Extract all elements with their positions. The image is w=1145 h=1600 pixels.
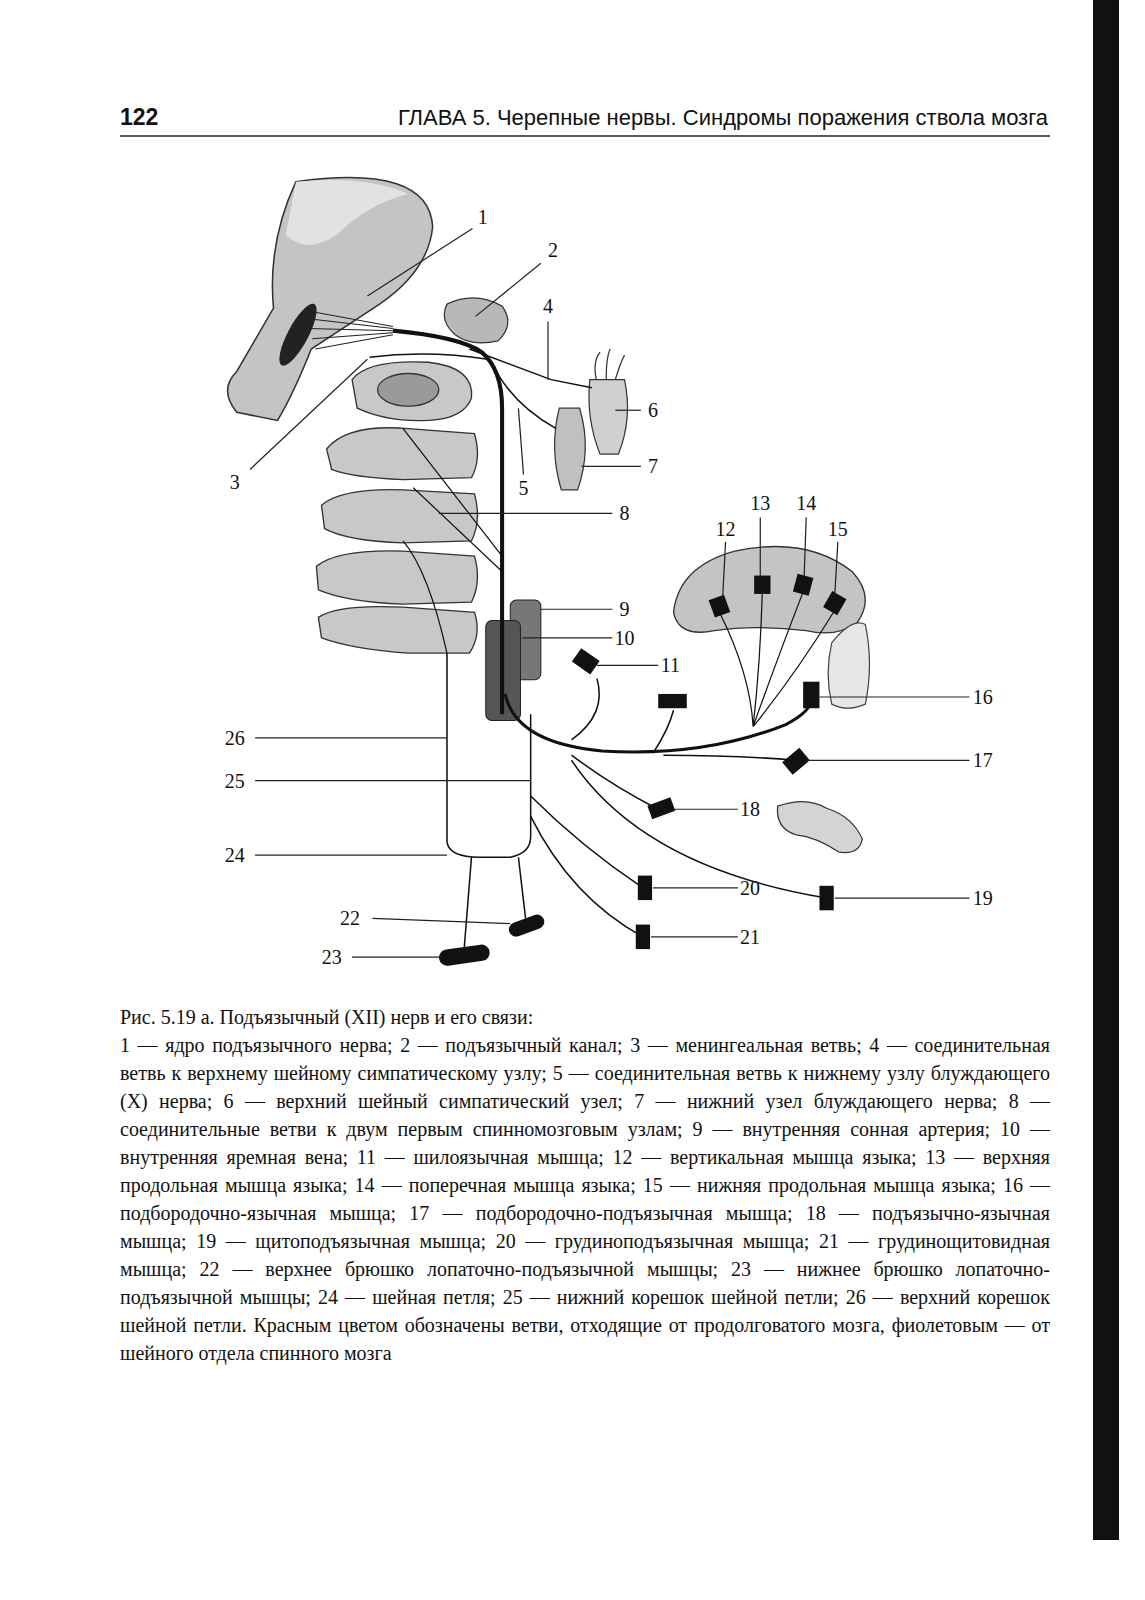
callout-number: 10 xyxy=(615,627,635,649)
caption-legend: 1 — ядро подъязычного нерва; 2 — подъязы… xyxy=(120,1031,1050,1367)
callout-number: 11 xyxy=(661,654,680,676)
callout-number: 15 xyxy=(828,518,848,540)
callout-number: 21 xyxy=(740,926,760,948)
callout-number: 17 xyxy=(973,749,993,771)
caption-block: Рис. 5.19 а. Подъязычный (XII) нерв и ег… xyxy=(120,1003,1050,1367)
header-rule xyxy=(120,135,1050,137)
callout-number: 1 xyxy=(478,206,488,228)
callout-number: 26 xyxy=(225,727,245,749)
callout-number: 2 xyxy=(548,239,558,261)
hyoid-bone xyxy=(777,802,862,853)
page-number: 122 xyxy=(120,104,158,131)
callout-number: 3 xyxy=(230,471,240,493)
sympathetic-ganglion xyxy=(589,380,628,454)
callout-number: 22 xyxy=(340,907,360,929)
callout-number: 16 xyxy=(973,686,993,708)
callout-number: 5 xyxy=(519,477,529,499)
running-header: ГЛАВА 5. Черепные нервы. Синдромы пораже… xyxy=(398,105,1048,131)
callout-number: 12 xyxy=(716,518,736,540)
callout-number: 18 xyxy=(740,798,760,820)
scan-border xyxy=(1093,0,1119,1540)
callout-number: 8 xyxy=(620,502,630,524)
vagus-ganglion xyxy=(555,408,586,490)
leader-lines xyxy=(250,229,969,958)
tongue-muscles xyxy=(709,574,847,618)
callout-number: 25 xyxy=(225,770,245,792)
callout-number: 9 xyxy=(620,598,630,620)
callout-number: 23 xyxy=(322,946,342,968)
nucleus xyxy=(273,299,324,370)
hypoglossal-canal xyxy=(444,298,508,343)
callout-number: 13 xyxy=(750,492,770,514)
callout-number: 19 xyxy=(973,887,993,909)
rootlets xyxy=(304,310,393,349)
callout-number: 7 xyxy=(648,455,658,477)
muscle-blocks xyxy=(438,648,834,967)
vertebrae xyxy=(316,362,477,653)
caption: Рис. 5.19 а. Подъязычный (XII) нерв и ег… xyxy=(120,1003,1050,1031)
callout-number: 4 xyxy=(543,295,553,317)
callout-number: 24 xyxy=(225,844,245,866)
callout-number: 14 xyxy=(796,492,816,514)
anatomy xyxy=(228,178,970,967)
brainstem-highlight xyxy=(286,180,408,245)
callout-number: 20 xyxy=(740,877,760,899)
mandible xyxy=(828,623,869,708)
callout-number: 6 xyxy=(648,399,658,421)
ganglion-branches xyxy=(595,349,625,383)
